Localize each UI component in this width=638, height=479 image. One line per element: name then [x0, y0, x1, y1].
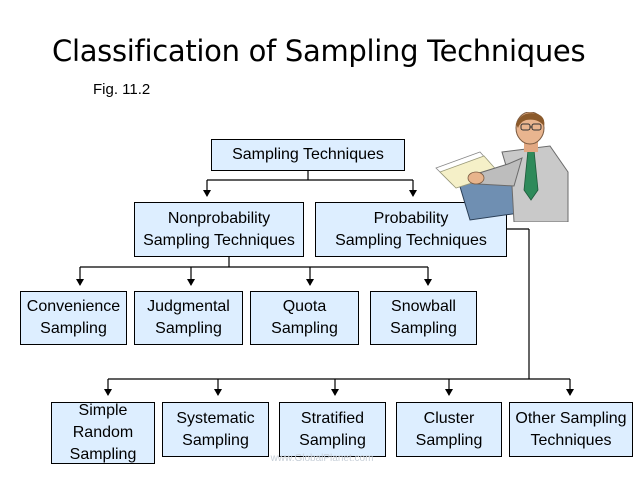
node-simple-random: Simple Random Sampling	[51, 402, 155, 464]
watermark: www.GlobalPlanet.com	[270, 453, 374, 464]
node-systematic: Systematic Sampling	[162, 402, 269, 457]
node-judgmental: Judgmental Sampling	[134, 291, 243, 345]
diagram-title: Classification of Sampling Techniques	[52, 34, 586, 68]
figure-caption: Fig. 11.2	[93, 81, 151, 98]
node-nonprobability: Nonprobability Sampling Techniques	[134, 202, 304, 257]
node-cluster: Cluster Sampling	[396, 402, 502, 457]
node-stratified: Stratified Sampling	[279, 402, 386, 457]
node-sampling-techniques: Sampling Techniques	[211, 139, 405, 171]
node-other-sampling: Other Sampling Techniques	[509, 402, 633, 457]
node-convenience: Convenience Sampling	[20, 291, 127, 345]
node-quota: Quota Sampling	[250, 291, 359, 345]
node-snowball: Snowball Sampling	[370, 291, 477, 345]
man-at-desk-illustration	[435, 112, 569, 222]
